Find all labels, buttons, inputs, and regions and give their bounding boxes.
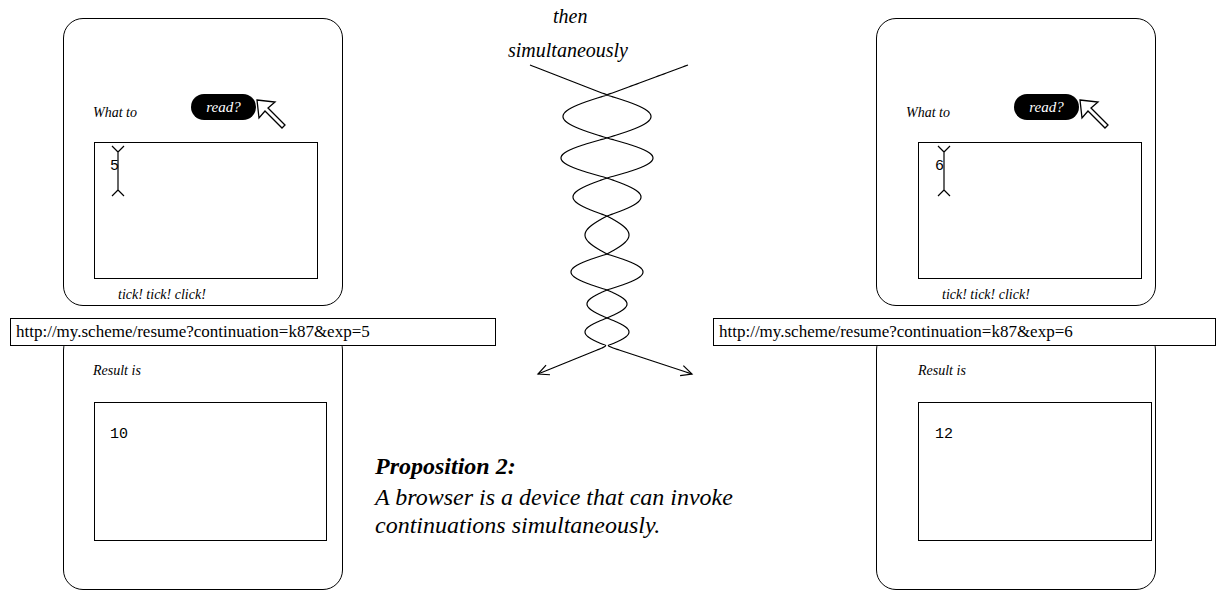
read-button: read? [1014, 94, 1079, 120]
input-area: 5 [94, 142, 318, 279]
read-button: read? [191, 94, 256, 120]
node-text: What to [93, 105, 137, 121]
node-text: tick! tick! click! [118, 287, 206, 303]
browser-panel: read? 6 What to tick! tick! click! [876, 18, 1156, 306]
helix-strand [530, 65, 653, 374]
browser-panel: read? 5 What to tick! tick! click! [63, 18, 343, 306]
node-text: http://my.scheme/resume?continuation=k87… [719, 322, 1073, 342]
result-area: 12 [918, 402, 1152, 541]
arrow-head [680, 366, 692, 376]
result-panel: 10 Result is [63, 330, 343, 590]
node-text: http://my.scheme/resume?continuation=k87… [16, 322, 370, 342]
node-text: 10 [110, 426, 128, 443]
arrow-head [538, 365, 550, 375]
result-panel: 12 Result is [876, 330, 1156, 590]
url-bar: http://my.scheme/resume?continuation=k87… [10, 318, 496, 346]
node-text: Result is [918, 363, 966, 379]
sequence-word: then [553, 2, 587, 30]
node-text: 12 [935, 426, 953, 443]
result-area: 10 [94, 402, 327, 541]
node-text: What to [906, 105, 950, 121]
mouse-pointer [257, 100, 285, 128]
input-area: 6 [918, 142, 1142, 279]
mouse-pointer [1080, 100, 1108, 128]
node-text: Result is [93, 363, 141, 379]
button-label: read? [206, 99, 240, 116]
node-text: 6 [935, 158, 944, 175]
text-cursor [112, 146, 950, 196]
node-text: tick! tick! click! [942, 287, 1030, 303]
url-bar: http://my.scheme/resume?continuation=k87… [713, 318, 1216, 346]
proposition-body: A browser is a device that can invoke co… [375, 483, 845, 539]
proposition-heading: Proposition 2: [375, 452, 516, 480]
sequence-word: simultaneously [508, 36, 628, 64]
helix [530, 65, 692, 376]
button-label: read? [1029, 99, 1063, 116]
helix-strand [561, 65, 692, 374]
node-text: 5 [110, 158, 119, 175]
